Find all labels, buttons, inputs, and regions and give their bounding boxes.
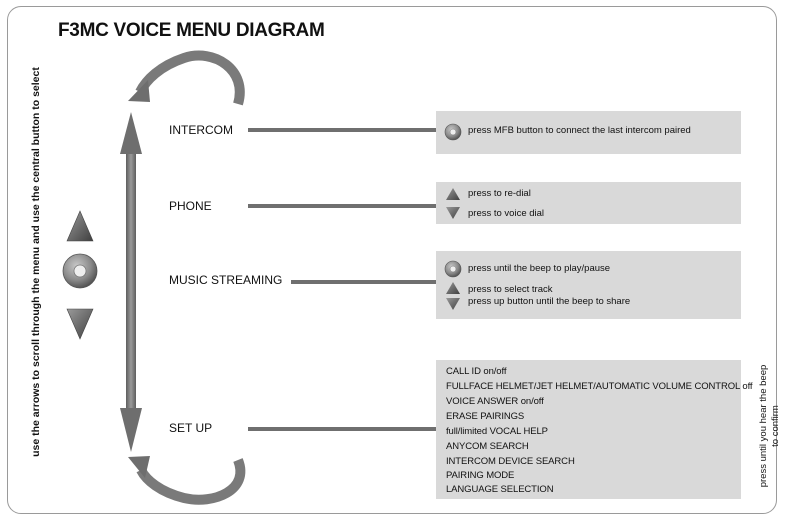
down-arrow-icon <box>446 298 460 310</box>
down-arrow-icon <box>446 207 460 219</box>
setup-item-voice-answer: VOICE ANSWER on/off <box>446 396 544 407</box>
up-arrow-icon <box>446 188 460 200</box>
setup-panel: CALL ID on/off FULLFACE HELMET/JET HELME… <box>436 360 753 499</box>
menu-item-intercom: INTERCOM <box>169 123 233 137</box>
center-button-icon <box>444 123 462 141</box>
phone-voice-dial-instruction: press to voice dial <box>468 208 545 219</box>
music-play-pause-instruction: press until the beep to play/pause <box>468 263 611 274</box>
phone-connector-line <box>248 204 436 208</box>
diagram-frame <box>7 6 777 514</box>
setup-connector-line <box>248 427 436 431</box>
down-arrow-icon <box>66 308 94 340</box>
music-panel: press until the beep to play/pause press… <box>436 251 741 319</box>
bottom-loop-arrow <box>128 456 246 505</box>
phone-panel: press to re-dial press to voice dial <box>436 182 741 224</box>
setup-item-vocal-help: full/limited VOCAL HELP <box>446 426 548 437</box>
setup-item-pairing-mode: PAIRING MODE <box>446 470 515 481</box>
setup-item-erase-pairings: ERASE PAIRINGS <box>446 411 525 422</box>
music-select-track-instruction: press to select track <box>468 284 553 295</box>
intercom-panel: press MFB button to connect the last int… <box>436 111 741 154</box>
diagram-title: F3MC VOICE MENU DIAGRAM <box>58 20 325 41</box>
intercom-instruction: press MFB button to connect the last int… <box>468 125 691 136</box>
up-arrow-icon <box>66 210 94 242</box>
menu-item-setup: SET UP <box>169 421 213 435</box>
intercom-connector-line <box>248 128 436 132</box>
confirm-note-line2: to confirm <box>770 405 781 447</box>
menu-item-phone: PHONE <box>169 199 212 213</box>
center-button-icon <box>444 260 462 278</box>
confirm-note-line1: press until you hear the beep <box>758 364 769 488</box>
menu-item-music-streaming: MUSIC STREAMING <box>169 273 283 287</box>
center-button-icon <box>62 253 98 289</box>
setup-item-call-id: CALL ID on/off <box>446 366 507 377</box>
vertical-scroll-arrow <box>120 112 142 452</box>
setup-item-anycom-search: ANYCOM SEARCH <box>446 441 529 452</box>
music-share-instruction: press up button until the beep to share <box>468 296 631 307</box>
phone-redial-instruction: press to re-dial <box>468 188 531 199</box>
setup-item-helmet-volume: FULLFACE HELMET/JET HELMET/AUTOMATIC VOL… <box>446 381 753 392</box>
music-connector-line <box>291 280 436 284</box>
top-loop-arrow <box>128 50 245 106</box>
up-arrow-icon <box>446 282 460 294</box>
setup-item-intercom-device-search: INTERCOM DEVICE SEARCH <box>446 456 575 467</box>
setup-item-language-selection: LANGUAGE SELECTION <box>446 484 554 495</box>
